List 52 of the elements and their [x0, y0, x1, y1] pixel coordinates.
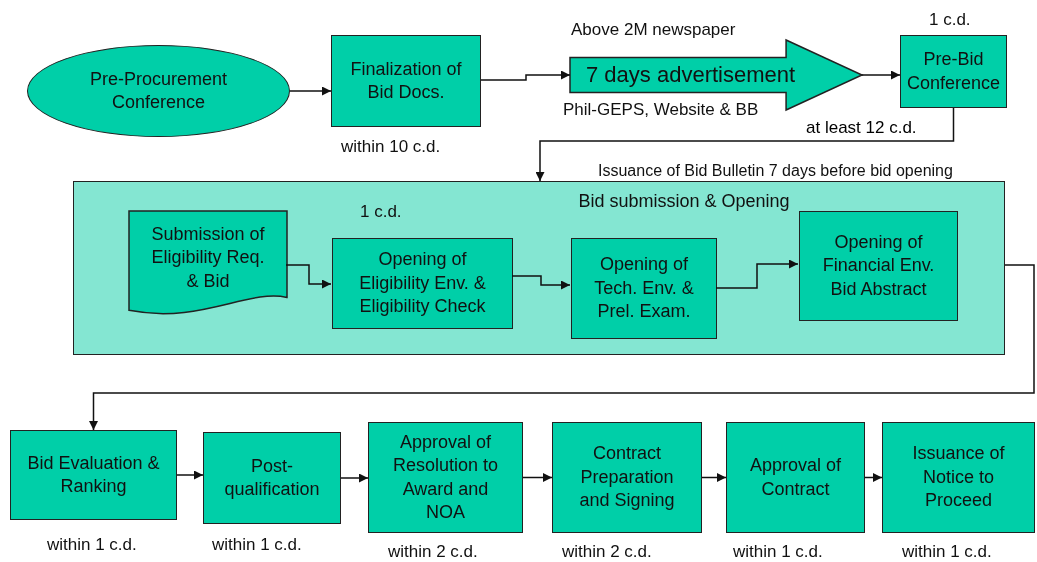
- process-box: [726, 422, 865, 533]
- note-text: Above 2M newspaper: [571, 20, 736, 40]
- node-label: Submission of Eligibility Req. & Bid: [150, 222, 266, 293]
- arrow: [522, 473, 553, 482]
- node-label: Approval of Contract: [748, 454, 843, 501]
- arrow: [864, 473, 883, 482]
- note-text: Phil-GEPS, Website & BB: [563, 100, 759, 120]
- node-label: Issuance of Notice to Proceed: [911, 442, 1006, 513]
- arrow: [89, 264, 1035, 431]
- arrow: [861, 70, 901, 80]
- process-box: [203, 432, 341, 524]
- note-text: within 1 c.d.: [733, 542, 823, 562]
- node-label: Pre-Procurement Conference: [88, 67, 229, 114]
- node-label: Contract Preparation and Signing: [578, 442, 676, 513]
- node-label: Post-qualification: [223, 454, 321, 501]
- node-label: Opening of Financial Env. Bid Abstract: [821, 230, 936, 301]
- process-box: [882, 422, 1035, 533]
- arrow: [480, 70, 571, 81]
- group-panel: [73, 181, 1005, 355]
- note-text: within 1 c.d.: [902, 542, 992, 562]
- arrow: [701, 473, 727, 482]
- process-box: [900, 35, 1007, 108]
- node-label: Opening of Tech. Env. & Prel. Exam.: [593, 253, 695, 324]
- note-text: 1 c.d.: [360, 202, 402, 222]
- note-text: 1 c.d.: [929, 10, 971, 30]
- arrow: [535, 107, 955, 182]
- process-box: [552, 422, 702, 533]
- note-text: within 10 c.d.: [341, 137, 441, 157]
- node-label: Approval of Resolution to Award and NOA: [391, 430, 500, 524]
- arrow: [289, 86, 332, 96]
- note-text: within 1 c.d.: [212, 535, 302, 555]
- node-label: 7 days advertisement: [585, 60, 797, 89]
- process-box: [10, 430, 177, 520]
- arrow: [511, 275, 571, 290]
- group-title: Bid submission & Opening: [577, 190, 791, 213]
- arrow: [715, 259, 799, 289]
- process-box: [332, 238, 513, 329]
- note-text: within 2 c.d.: [388, 542, 478, 562]
- node-label: Bid Evaluation & Ranking: [26, 451, 161, 498]
- arrow: [340, 473, 369, 483]
- node-label: Opening of Eligibility Env. & Eligibility Check: [358, 248, 487, 319]
- process-box: [331, 35, 481, 127]
- process-box: [368, 422, 523, 533]
- note-text: within 1 c.d.: [47, 535, 137, 555]
- note-text: Issuance of Bid Bulletin 7 days before bid opening: [598, 162, 953, 180]
- process-box: [571, 238, 717, 339]
- note-text: within 2 c.d.: [562, 542, 652, 562]
- arrow: [285, 264, 332, 289]
- node-label: Finalization of Bid Docs.: [349, 57, 463, 104]
- arrow: [176, 470, 204, 480]
- process-box: [799, 211, 958, 321]
- node-label: Pre-Bid Conference: [905, 48, 1002, 95]
